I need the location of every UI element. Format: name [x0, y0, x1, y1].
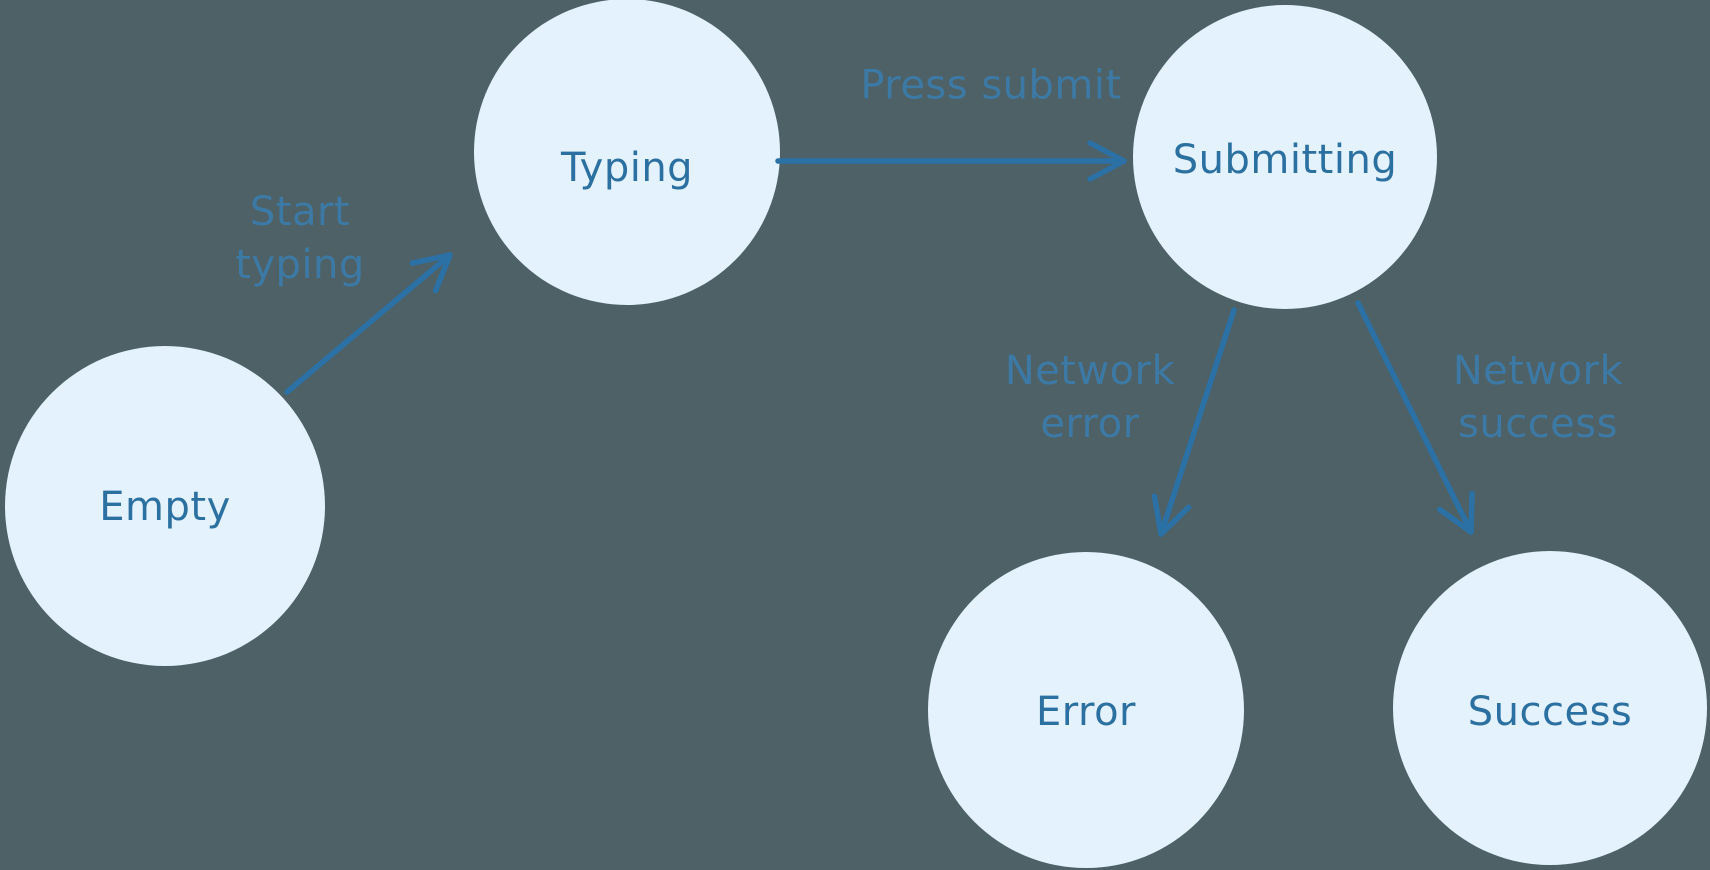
state-node-typing [474, 0, 780, 305]
transition-label-network-error: Network error [1004, 348, 1176, 447]
state-label-empty: Empty [99, 484, 231, 530]
transition-label-network-success: Network success [1452, 348, 1624, 447]
transition-arrow-network-success [1355, 300, 1475, 535]
state-label-typing: Typing [560, 145, 694, 191]
state-label-success: Success [1467, 689, 1633, 735]
state-label-error: Error [1036, 689, 1136, 735]
transition-arrow-network-error [1151, 307, 1237, 537]
state-node-submitting [1133, 5, 1437, 309]
state-node-empty [5, 346, 325, 666]
state-node-error [928, 552, 1244, 868]
transition-arrow-start-typing [284, 252, 453, 395]
state-label-submitting: Submitting [1172, 137, 1398, 183]
state-node-success [1393, 551, 1707, 865]
transition-label-press-submit: Press submit [860, 62, 1122, 109]
transition-label-start-typing: Start typing [235, 189, 365, 288]
